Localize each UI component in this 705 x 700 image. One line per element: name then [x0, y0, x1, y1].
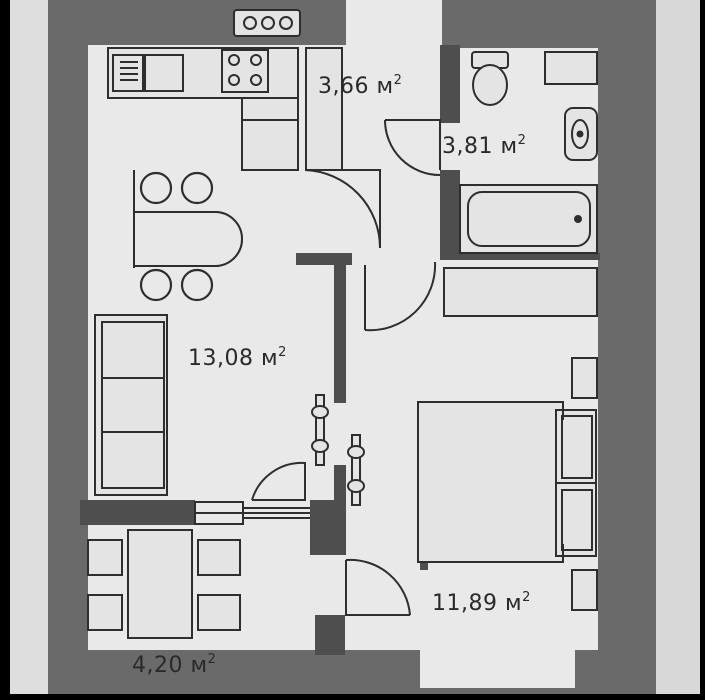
room-area-balcony: 4,20 м2	[132, 652, 216, 678]
room-area-hall: 3,66 м2	[318, 73, 402, 99]
bathroom-cabinet	[544, 51, 598, 85]
washbasin	[564, 107, 598, 161]
bathtub	[459, 184, 598, 254]
balcony-window	[194, 501, 310, 525]
wardrobe	[443, 267, 598, 317]
room-area-bathroom: 3,81 м2	[442, 133, 526, 159]
balcony-chairs	[87, 539, 241, 631]
dining-chairs	[139, 171, 214, 302]
exterior-unit	[233, 9, 301, 37]
kitchen-sink	[112, 54, 184, 92]
bed	[417, 401, 597, 563]
interior-walls	[80, 45, 600, 655]
sliding-door-symbols	[311, 394, 365, 506]
kitchen-stove	[221, 49, 269, 93]
balcony-table	[127, 529, 193, 639]
doors	[251, 119, 441, 616]
room-area-bedroom: 11,89 м2	[432, 590, 531, 616]
room-area-kitchen-living: 13,08 м2	[188, 345, 287, 371]
toilet	[471, 51, 509, 106]
outside-area-left	[10, 0, 50, 694]
nightstand-bottom	[571, 569, 598, 611]
nightstand-top	[571, 357, 598, 399]
outside-area-right	[655, 0, 700, 694]
sofa	[94, 314, 168, 496]
dining-table	[133, 170, 243, 268]
kitchen-counter	[107, 47, 299, 171]
hall-cabinet	[305, 47, 343, 171]
